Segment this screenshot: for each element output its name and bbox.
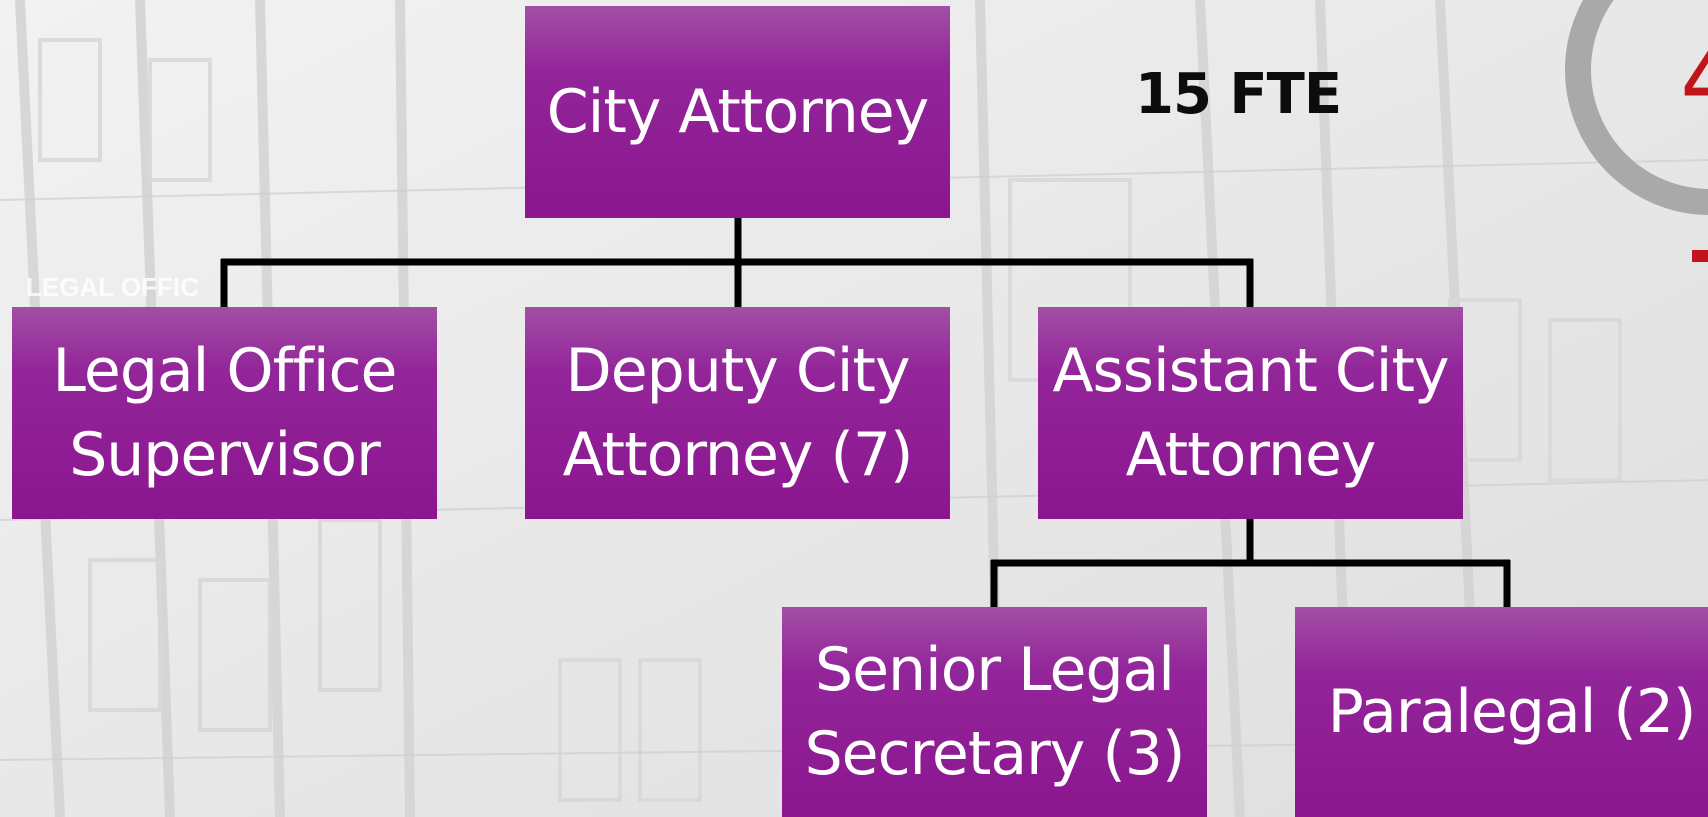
- node-senior-legal-secretary: Senior Legal Secretary (3): [782, 607, 1207, 817]
- node-deputy-city-attorney: Deputy City Attorney (7): [525, 307, 950, 519]
- node-city-attorney: City Attorney: [525, 6, 950, 218]
- watermark-text: LEGAL OFFIC: [26, 272, 199, 302]
- logo-text: 4: [1680, 23, 1708, 135]
- city-logo-icon: 4: [1565, 0, 1708, 262]
- node-legal-office-supervisor: Legal Office Supervisor: [12, 307, 437, 519]
- fte-count-label: 15 FTE: [1135, 62, 1342, 127]
- node-assistant-city-attorney: Assistant City Attorney: [1038, 307, 1463, 519]
- node-paralegal: Paralegal (2): [1295, 607, 1708, 817]
